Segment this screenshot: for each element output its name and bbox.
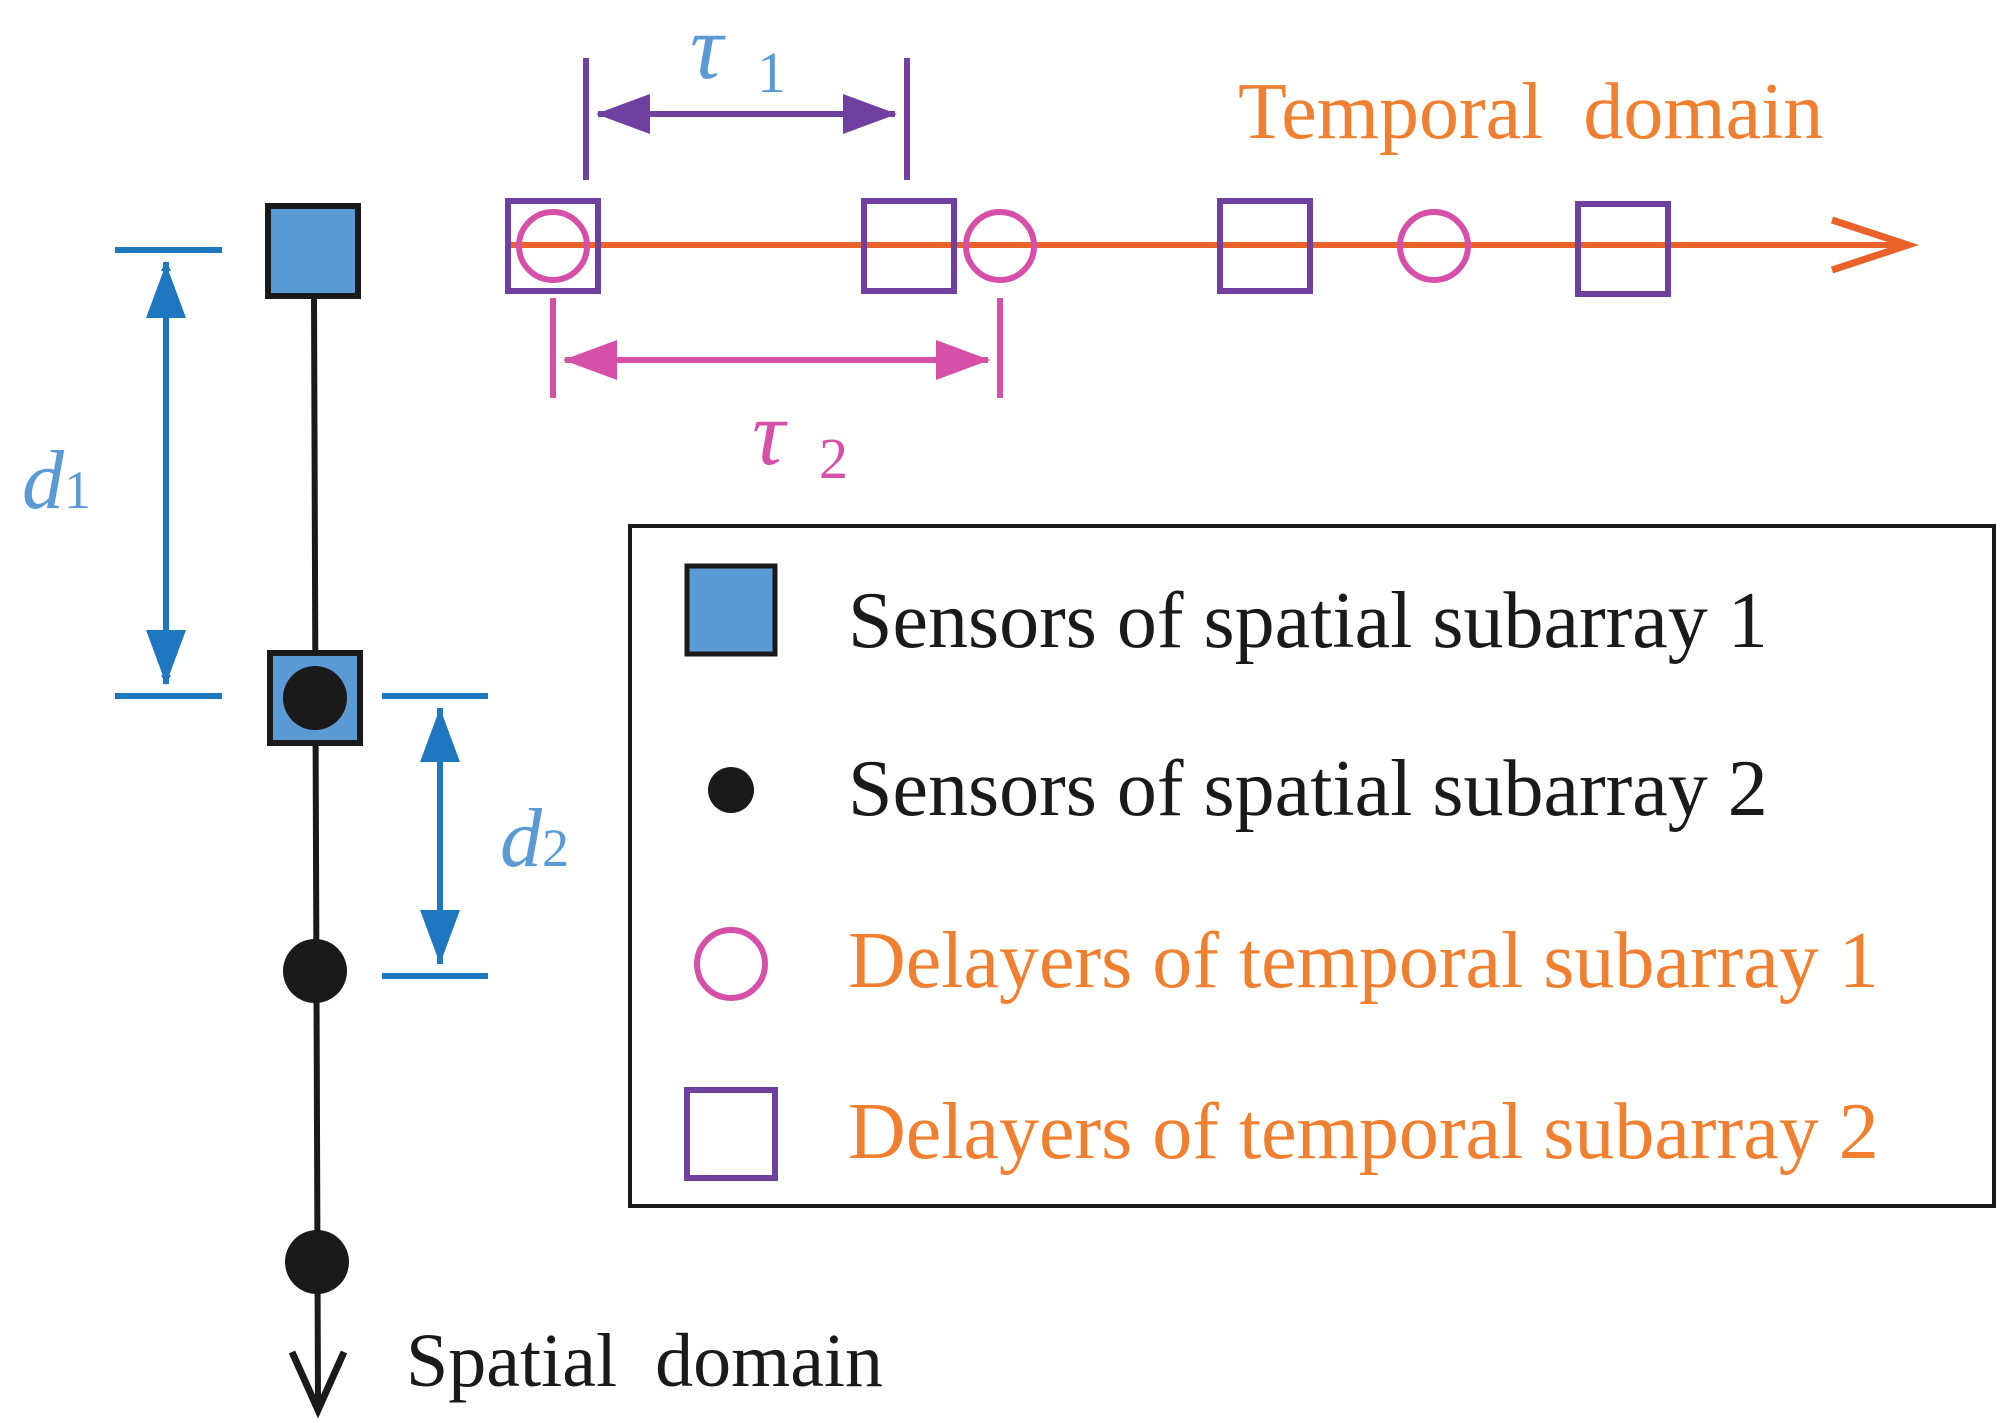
delayer-subarray2-square-2 bbox=[861, 198, 957, 294]
d2-arrowhead-bottom bbox=[420, 910, 460, 964]
temporal-axis bbox=[508, 216, 1920, 274]
spatial-axis-line bbox=[311, 295, 321, 1406]
tau2-dimension bbox=[550, 298, 1003, 398]
legend-item-4: Delayers of temporal subarray 2 bbox=[848, 1088, 1879, 1176]
legend-marker-magenta-circle bbox=[694, 927, 768, 1001]
tau1-arrowhead-left bbox=[596, 94, 650, 134]
d1-arrowhead-top bbox=[146, 264, 186, 318]
sensor-subarray2-dot-3 bbox=[285, 1230, 349, 1294]
sensor-subarray2-dot-2 bbox=[283, 939, 347, 1003]
tau2-arrowhead-right bbox=[936, 340, 990, 380]
legend: Sensors of spatial subarray 1 Sensors of… bbox=[628, 524, 1996, 1208]
temporal-axis-arrowhead bbox=[1830, 216, 1920, 274]
spatial-axis-arrowhead bbox=[288, 1350, 348, 1419]
d1-arrowhead-bottom bbox=[146, 630, 186, 684]
sensor-subarray2-dot-1 bbox=[283, 666, 347, 730]
delayer-subarray1-circle-2 bbox=[963, 209, 1037, 283]
delayer-subarray2-square-4 bbox=[1575, 201, 1671, 297]
d2-dimension bbox=[382, 693, 488, 979]
delayer-subarray1-circle-3 bbox=[1397, 209, 1471, 283]
tau1-dimension bbox=[583, 58, 910, 180]
legend-marker-black-dot bbox=[708, 767, 754, 813]
spatial-axis-label: Spatial domain bbox=[406, 1319, 883, 1403]
delayer-subarray2-square-3 bbox=[1217, 198, 1313, 294]
delayer-subarray2-square-1 bbox=[505, 198, 601, 294]
legend-item-2: Sensors of spatial subarray 2 bbox=[848, 745, 1768, 833]
sensor-subarray1-top bbox=[265, 203, 361, 299]
d1-dimension bbox=[115, 247, 222, 699]
d1-label: d1 bbox=[22, 434, 91, 527]
legend-item-3: Delayers of temporal subarray 1 bbox=[848, 917, 1879, 1005]
d2-label: d2 bbox=[500, 792, 569, 885]
temporal-axis-label: Temporal domain bbox=[1238, 68, 1823, 156]
legend-item-1: Sensors of spatial subarray 1 bbox=[848, 577, 1768, 665]
tau1-arrowhead-right bbox=[843, 94, 897, 134]
tau2-arrowhead-left bbox=[563, 340, 617, 380]
d2-arrowhead-top bbox=[420, 708, 460, 762]
legend-marker-filled-blue-square bbox=[684, 563, 778, 657]
spatial-axis bbox=[288, 295, 348, 1419]
delayer-subarray1-circle-1 bbox=[516, 209, 590, 283]
legend-marker-purple-square bbox=[684, 1087, 778, 1181]
legend-box bbox=[628, 524, 1996, 1208]
